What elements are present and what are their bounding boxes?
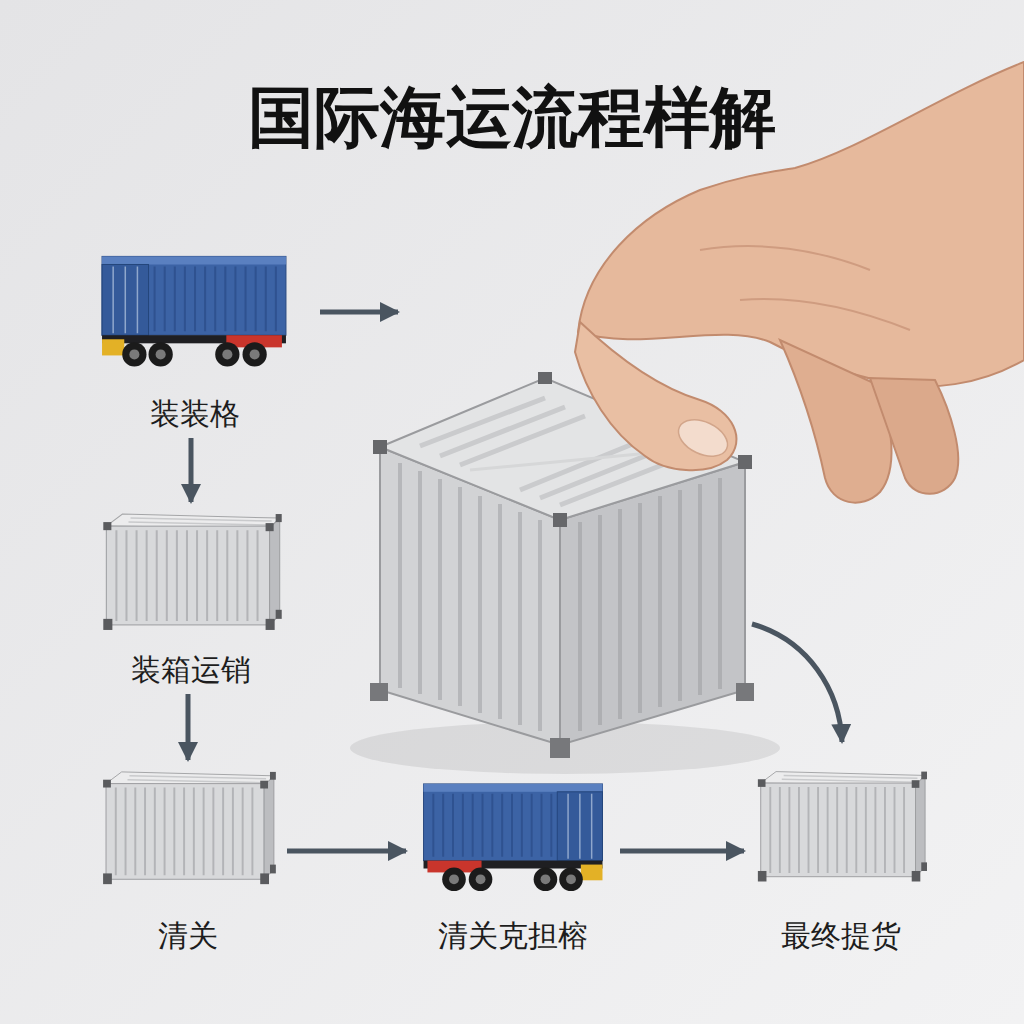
process-step: 最终提货 xyxy=(750,760,932,954)
thumb xyxy=(575,322,736,470)
corner-post xyxy=(538,372,552,384)
curved-arrow xyxy=(752,624,842,742)
corner-post xyxy=(373,440,387,454)
container-foot xyxy=(736,683,754,701)
thumbnail xyxy=(673,413,734,464)
container-rib xyxy=(580,478,720,731)
large-container xyxy=(370,372,754,758)
step-label: 清关克担榕 xyxy=(436,918,590,954)
corner-post xyxy=(738,455,752,469)
flow-arrow xyxy=(320,310,398,315)
truck-flipped xyxy=(102,256,286,366)
process-step: 清关克担榕 xyxy=(412,776,614,954)
flow-arrow xyxy=(189,438,194,502)
container-rib xyxy=(400,463,540,731)
grey-container xyxy=(103,772,276,884)
title: 国际海运流程样解 xyxy=(0,78,1024,157)
grey-container xyxy=(103,514,281,630)
step-label: 最终提货 xyxy=(779,918,903,954)
container-truck xyxy=(424,784,603,891)
step-label: 装装格 xyxy=(148,396,242,432)
container-foot xyxy=(550,738,570,758)
corner-post xyxy=(553,513,567,527)
flow-arrow xyxy=(287,849,406,854)
process-step: 装箱运销 xyxy=(95,506,287,688)
hand-crease xyxy=(700,246,910,330)
container-foot xyxy=(370,683,388,701)
flow-arrow xyxy=(620,849,744,854)
container-truck xyxy=(102,256,286,366)
step-label: 装箱运销 xyxy=(129,652,253,688)
top-panel-seam xyxy=(470,452,660,470)
process-step: 清关 xyxy=(95,764,281,954)
finger xyxy=(780,340,892,503)
step-label: 清关 xyxy=(156,918,220,954)
finger xyxy=(870,378,958,494)
process-step: 装装格 xyxy=(95,248,295,432)
grey-container xyxy=(758,772,927,882)
flow-arrow xyxy=(186,694,191,760)
